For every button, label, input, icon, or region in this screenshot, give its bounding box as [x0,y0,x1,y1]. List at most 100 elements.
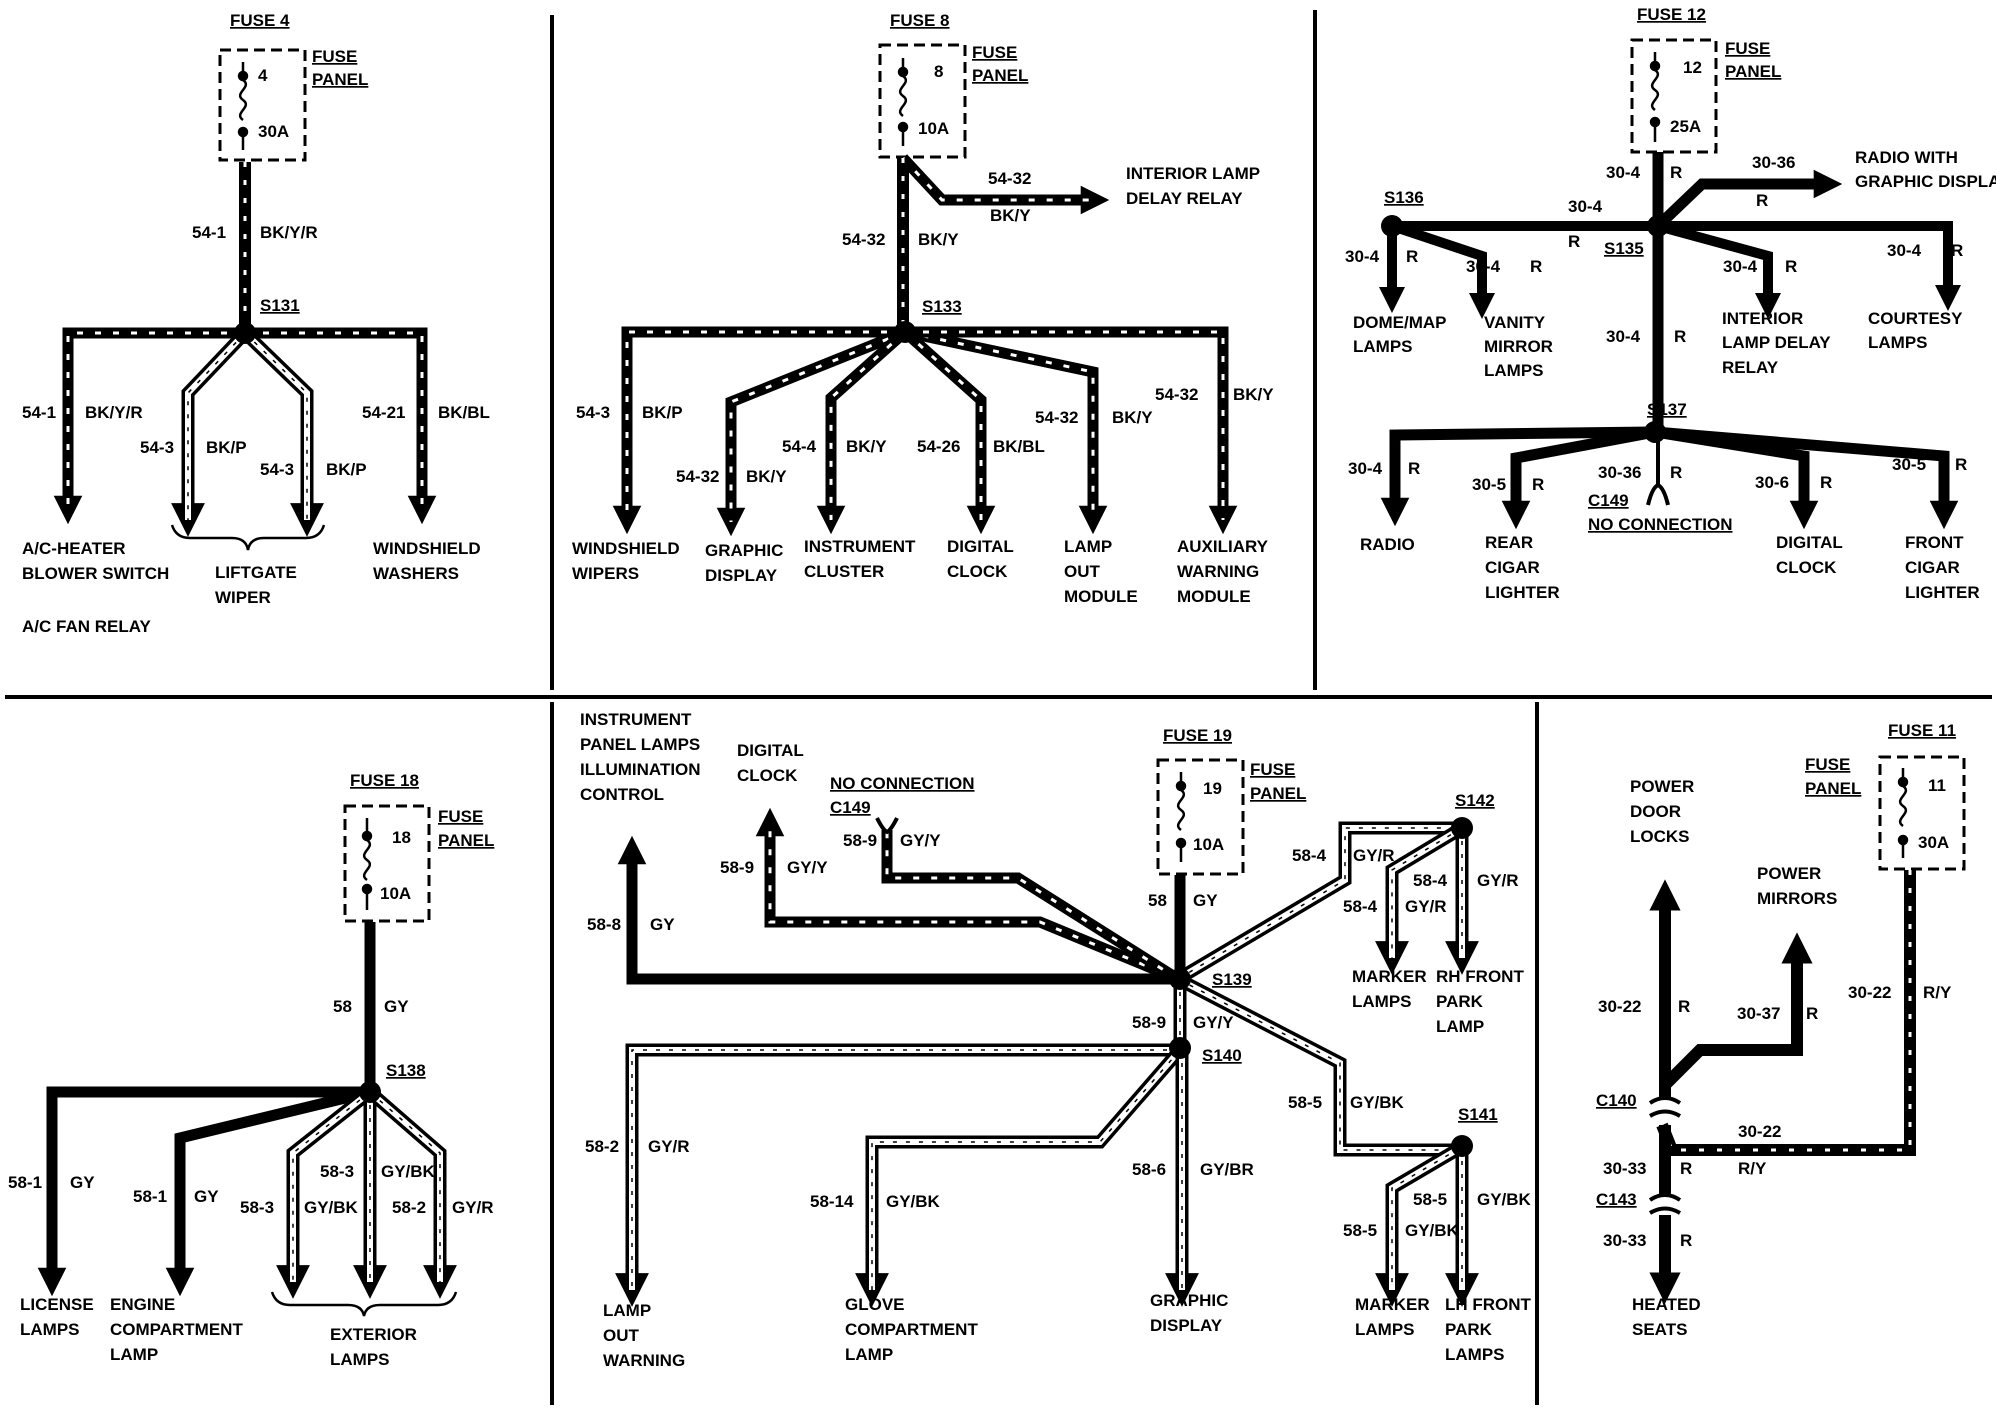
splice-dot [1381,215,1403,237]
wire-circuit: 54-1 [192,223,226,242]
s142-branches [1375,822,1479,975]
wire-circuit: 54-3 [260,460,294,479]
load-label: POWER [1630,777,1694,796]
load-label: GRAPHIC [705,541,783,560]
load-label: FRONT [1905,533,1964,552]
fuse-title: FUSE 8 [890,11,950,30]
fuse-number: 8 [934,62,943,81]
wire-color: BK/P [326,460,367,479]
c140-wires [1649,879,1813,1304]
splice-label: S137 [1647,400,1687,419]
load-label: LAMPS [330,1350,390,1369]
wire-circuit: 58-4 [1413,871,1448,890]
brace [170,524,326,551]
load-label: A/C FAN RELAY [22,617,151,636]
wire-circuit: 58-5 [1343,1221,1377,1240]
wire-circuit: 54-32 [1155,385,1198,404]
load-label: OUT [1064,562,1101,581]
fuse-icon [1897,768,1909,858]
wire-color: GY [384,997,409,1016]
splice-label: S140 [1202,1046,1242,1065]
wire-color: R [1785,257,1797,276]
load-label: GLOVE [845,1295,905,1314]
load-label: LICENSE [20,1295,94,1314]
wire-circuit: 58-3 [240,1198,274,1217]
branch-wires [1379,221,1961,432]
load-label: ENGINE [110,1295,175,1314]
wire-color: BK/P [642,403,683,422]
load-label: REAR [1485,533,1533,552]
wire-circuit: 30-4 [1723,257,1758,276]
wire-color: GY/BK [1477,1190,1532,1209]
load-label: DELAY RELAY [1126,189,1243,208]
load-label: CLUSTER [804,562,884,581]
fuse-box [343,804,431,923]
load-label: INSTRUMENT [804,537,916,556]
wire-circuit: 58-3 [320,1162,354,1181]
load-label: RADIO [1360,535,1415,554]
fuse-title: FUSE 4 [230,11,290,30]
load-label: EXTERIOR [330,1325,417,1344]
wire-color: BK/Y [918,230,959,249]
load-label: AUXILIARY [1177,537,1269,556]
connector-label: C143 [1596,1190,1637,1209]
fuse-panel-label: FUSE [312,47,357,66]
wire-circuit: 30-22 [1738,1122,1781,1141]
wire-color: R [1408,459,1420,478]
load-label: WARNING [603,1351,685,1370]
load-label: LH FRONT [1445,1295,1532,1314]
load-label: WINDSHIELD [373,539,481,558]
wire-color: BK/P [206,438,247,457]
splice-label: S131 [260,296,300,315]
splice-dot [1644,421,1666,443]
wire-circuit: 30-37 [1737,1004,1780,1023]
wire-color: GY/Y [1193,1013,1234,1032]
load-label: CIGAR [1485,558,1540,577]
wire-circuit: 58-5 [1413,1190,1447,1209]
load-label: LIGHTER [1905,583,1980,602]
load-label: CONTROL [580,785,664,804]
load-label: MIRROR [1484,337,1553,356]
fuse-icon [1175,772,1187,862]
wire-circuit: 30-5 [1892,455,1926,474]
fuse-panel-label: PANEL [1805,779,1861,798]
load-label: ILLUMINATION [580,760,701,779]
load-label: GRAPHIC DISPLAY [1855,172,1996,191]
load-label: COURTESY [1868,309,1963,328]
fuse-rating: 10A [380,884,411,903]
fuse-rating: 30A [258,122,289,141]
fuse-icon [1649,52,1661,142]
fuse-number: 19 [1203,779,1222,798]
load-label: MODULE [1064,587,1138,606]
fuse-rating: 10A [918,119,949,138]
load-label: WIPERS [572,564,639,583]
wire-color: GY [650,915,675,934]
fuse-panel-label: FUSE [1725,39,1770,58]
load-label: LAMPS [1484,361,1544,380]
load-label: RELAY [1722,358,1779,377]
wire-circuit: 54-3 [140,438,174,457]
branch-wires [37,1086,457,1299]
load-label: INTERIOR LAMP [1126,164,1260,183]
wire-color: BK/Y [746,467,787,486]
load-label: MODULE [1177,587,1251,606]
load-label: LAMP [845,1345,893,1364]
load-label: CLOCK [1776,558,1837,577]
splice-label: S141 [1458,1105,1498,1124]
wire-color: R [1951,241,1963,260]
load-label: MARKER [1355,1295,1430,1314]
connector-label: C149 [830,798,871,817]
wire-circuit: 58 [333,997,352,1016]
fuse-title: FUSE 18 [350,771,419,790]
load-label: BLOWER SWITCH [22,564,169,583]
load-label: LAMPS [1355,1320,1415,1339]
connector-icon [1648,1096,1682,1215]
branch-wires [612,326,1238,537]
wire-color: R [1670,463,1682,482]
lower-branch-wires [1380,426,1959,530]
load-label: LAMP [603,1301,651,1320]
wire-circuit: 30-4 [1887,241,1922,260]
load-label: NO CONNECTION [1588,515,1733,534]
wire-color: BK/Y [1112,408,1153,427]
splice-dot [1647,215,1669,237]
